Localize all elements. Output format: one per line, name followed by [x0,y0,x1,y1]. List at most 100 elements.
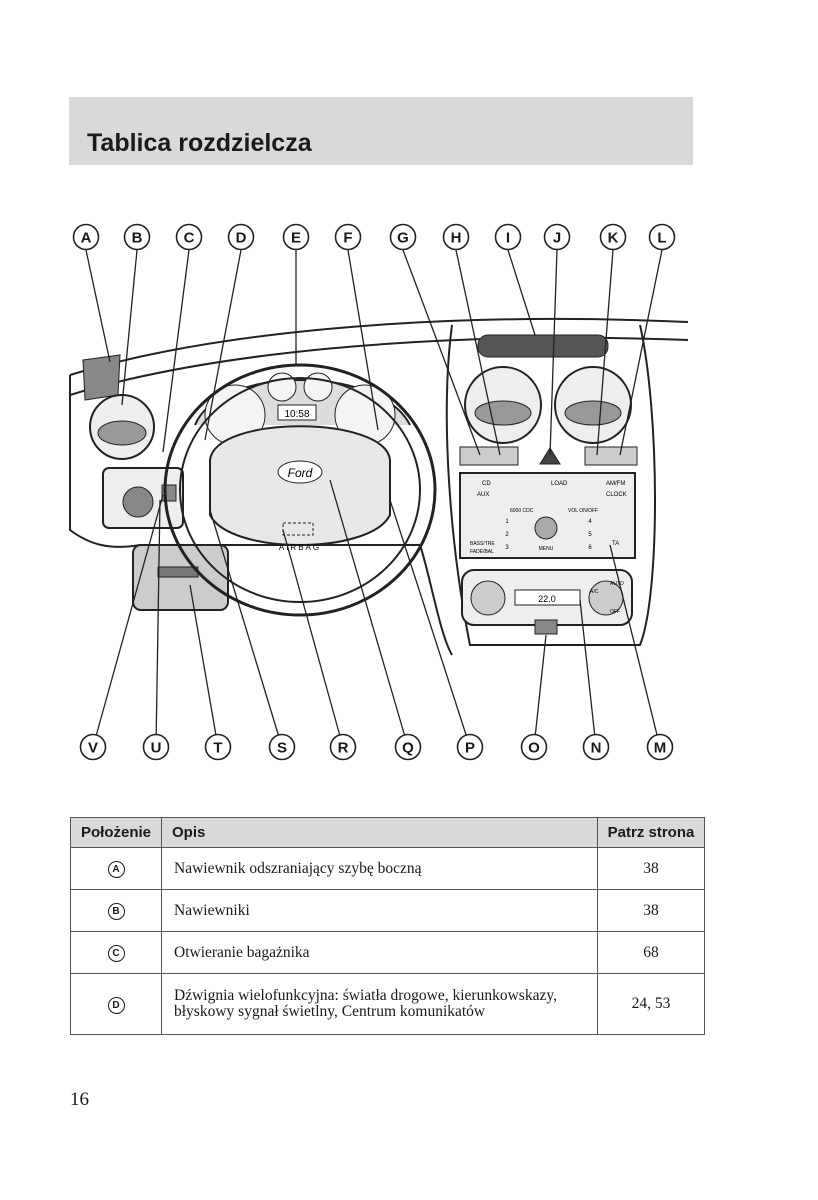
radio-ta: TA [612,541,619,547]
radio-preset: 1 [505,519,509,525]
brand-logo: Ford [288,466,313,480]
radio-preset: 5 [588,532,592,538]
callout-l: L [648,223,676,251]
description-cell: Nawiewniki [161,889,598,932]
location-table: Położenie Opis Patrz strona A Nawiewnik … [70,817,705,1035]
callout-o: O [520,733,548,761]
svg-text:G: G [397,230,409,247]
radio-clock: CLOCK [606,492,627,498]
radio-aux: AUX [477,492,489,498]
table-row: B Nawiewniki 38 [70,889,705,932]
callout-i: I [494,223,522,251]
table-row: D Dźwignia wielofunkcyjna: światła drogo… [70,973,705,1035]
leader-lines [85,249,663,748]
table-header-row: Położenie Opis Patrz strona [70,817,705,848]
table-row: A Nawiewnik odszraniający szybę boczną 3… [70,847,705,890]
position-badge: D [107,996,125,1014]
position-badge: C [107,945,125,962]
page-cell: 68 [597,931,705,974]
header-position: Położenie [70,817,162,848]
radio-preset: 2 [505,532,509,538]
centre-console [459,334,638,466]
radio-amfm: AM/FM [606,481,625,487]
svg-text:D: D [236,230,247,247]
description-cell: Otwieranie bagażnika [161,931,598,974]
radio-bass: BASS/TRE [470,541,495,547]
radio-cd: CD [482,481,491,487]
svg-text:P: P [465,740,475,757]
callout-f: F [334,223,362,251]
header-page: Patrz strona [597,817,705,848]
position-badge: B [107,903,125,920]
radio-fade: FADE/BAL [470,549,494,555]
callout-h: H [442,223,470,251]
radio-preset: 3 [505,545,509,551]
table-row: C Otwieranie bagażnika 68 [70,931,705,974]
svg-text:C: C [184,230,195,247]
steering-wheel: Ford AIRBAG [163,363,437,617]
svg-text:V: V [88,740,98,757]
callout-j: J [543,223,571,251]
svg-text:H: H [451,230,462,247]
callout-b: B [123,223,151,251]
callout-s: S [268,733,296,761]
bottom-callouts: V U T S R Q P O N M [79,733,674,761]
top-callouts: A B C D E F G H I J K L [72,223,676,251]
svg-text:A: A [81,230,92,247]
lower-panel [132,544,229,611]
callout-d: D [227,223,255,251]
svg-text:J: J [553,230,561,247]
light-switch [102,467,184,529]
svg-text:S: S [277,740,287,757]
climate-off: OFF [610,609,620,615]
radio-vol: VOL ON/OFF [568,508,598,514]
airbag-label: AIRBAG [279,543,321,552]
radio-preset: 4 [588,519,592,525]
page-number: 16 [70,1089,89,1110]
callout-m: M [646,733,674,761]
radio-load: LOAD [551,481,568,487]
callout-a: A [72,223,100,251]
header-description: Opis [161,817,598,848]
radio-preset: 6 [588,545,592,551]
callout-q: Q [394,733,422,761]
page-cell: 38 [597,889,705,932]
dashboard-diagram: 10:58 Ford AIRBAG CD LOAD AM/FM AUX CLOC… [69,223,689,761]
callout-k: K [599,223,627,251]
svg-text:E: E [291,230,301,247]
svg-text:N: N [591,740,602,757]
climate-auto: AUTO [610,581,624,587]
callout-e: E [282,223,310,251]
title-bar: Tablica rozdzielcza [69,97,693,165]
page-cell: 38 [597,847,705,890]
svg-text:T: T [213,740,222,757]
description-cell: Dźwignia wielofunkcyjna: światła drogowe… [161,973,598,1035]
svg-text:K: K [608,230,619,247]
radio-menu: MENU [539,546,554,552]
svg-text:B: B [132,230,143,247]
svg-text:M: M [654,740,667,757]
position-badge: A [107,861,125,878]
clock-readout: 10:58 [284,409,309,420]
climate-ac: A/C [590,589,599,595]
climate-control: 22.0 AUTO OFF A/C [461,569,633,635]
callout-v: V [79,733,107,761]
svg-text:U: U [151,740,162,757]
svg-text:F: F [343,230,352,247]
callout-r: R [329,733,357,761]
svg-text:R: R [338,740,349,757]
callout-c: C [175,223,203,251]
svg-text:I: I [506,230,510,247]
side-vent [82,354,155,460]
callout-g: G [389,223,417,251]
radio-unit: CD LOAD AM/FM AUX CLOCK 6000 CDC VOL ON/… [459,472,636,559]
svg-text:O: O [528,740,540,757]
svg-text:Q: Q [402,740,414,757]
svg-text:L: L [657,230,666,247]
climate-display: 22.0 [538,594,556,604]
callout-t: T [204,733,232,761]
description-cell: Nawiewnik odszraniający szybę boczną [161,847,598,890]
radio-model: 6000 CDC [510,508,534,514]
page-cell: 24, 53 [597,973,705,1035]
callout-u: U [142,733,170,761]
